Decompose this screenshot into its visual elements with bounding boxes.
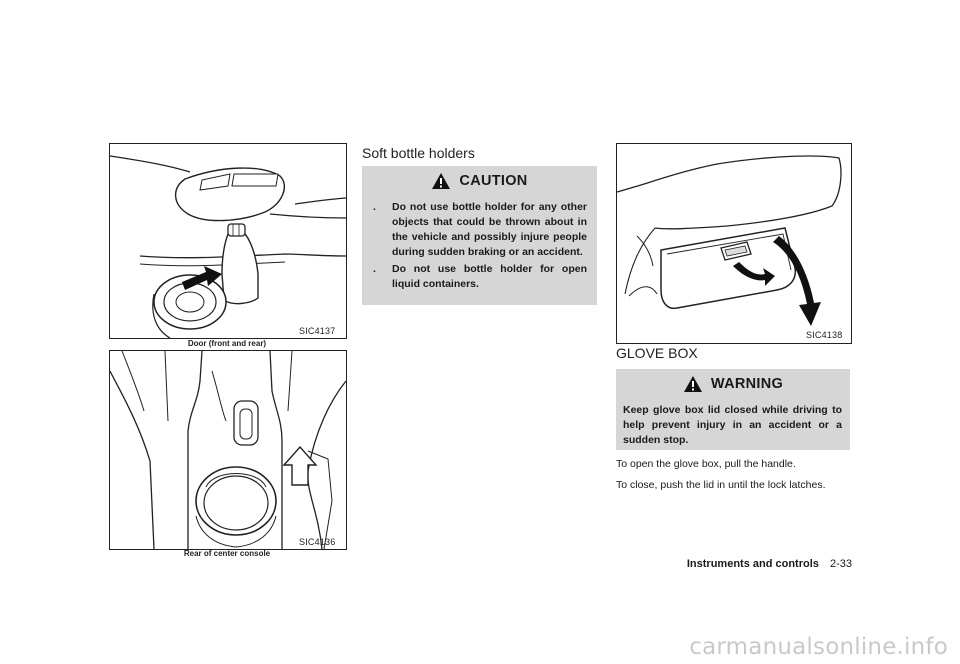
footer-page-number: 2-33 <box>829 558 852 570</box>
warning-box: WARNING Keep glove box lid closed while … <box>616 369 850 450</box>
door-bottle-holder-illustration <box>110 155 346 338</box>
figure-glove-box <box>616 143 852 344</box>
caution-item-text: Do not use bottle holder for any other o… <box>392 201 587 258</box>
caution-item-bullet: . <box>373 263 376 275</box>
figure-door-caption: Door (front and rear) <box>187 339 267 348</box>
caution-box: CAUTION . Do not use bottle holder for a… <box>362 166 597 305</box>
figure-console-code: SIC4136 <box>299 537 336 547</box>
center-console-illustration <box>110 351 346 549</box>
caution-item-text: Do not use bottle holder for open liquid… <box>392 263 587 290</box>
figure-glove-box-code: SIC4138 <box>806 330 843 340</box>
warning-triangle-icon <box>432 173 451 189</box>
warning-title: WARNING <box>710 376 784 392</box>
warning-title-row: WARNING <box>616 375 850 393</box>
glove-box-illustration <box>617 155 842 326</box>
warning-text: Keep glove box lid closed while driving … <box>623 404 842 446</box>
page-footer: Instruments and controls 2-33 <box>612 558 852 570</box>
caution-item: . Do not use bottle holder for any other… <box>370 200 587 260</box>
watermark: carmanualsonline.info <box>689 634 948 660</box>
caution-title-row: CAUTION <box>362 172 597 190</box>
caution-list: . Do not use bottle holder for any other… <box>370 200 587 294</box>
figure-door-bottle-holder <box>109 143 347 339</box>
caution-title: CAUTION <box>459 173 528 189</box>
figure-console-caption: Rear of center console <box>183 549 271 558</box>
caution-item-bullet: . <box>373 201 376 213</box>
caution-item: . Do not use bottle holder for open liqu… <box>370 262 587 292</box>
warning-triangle-icon <box>683 376 702 392</box>
glove-box-paragraph: To open the glove box, pull the handle. <box>616 458 796 470</box>
glove-box-paragraph: To close, push the lid in until the lock… <box>616 479 826 491</box>
figure-door-code: SIC4137 <box>299 326 336 336</box>
soft-bottle-holders-heading: Soft bottle holders <box>362 145 475 161</box>
glove-box-heading: GLOVE BOX <box>616 345 698 361</box>
figure-center-console <box>109 350 347 550</box>
footer-section-title: Instruments and controls <box>686 558 819 570</box>
